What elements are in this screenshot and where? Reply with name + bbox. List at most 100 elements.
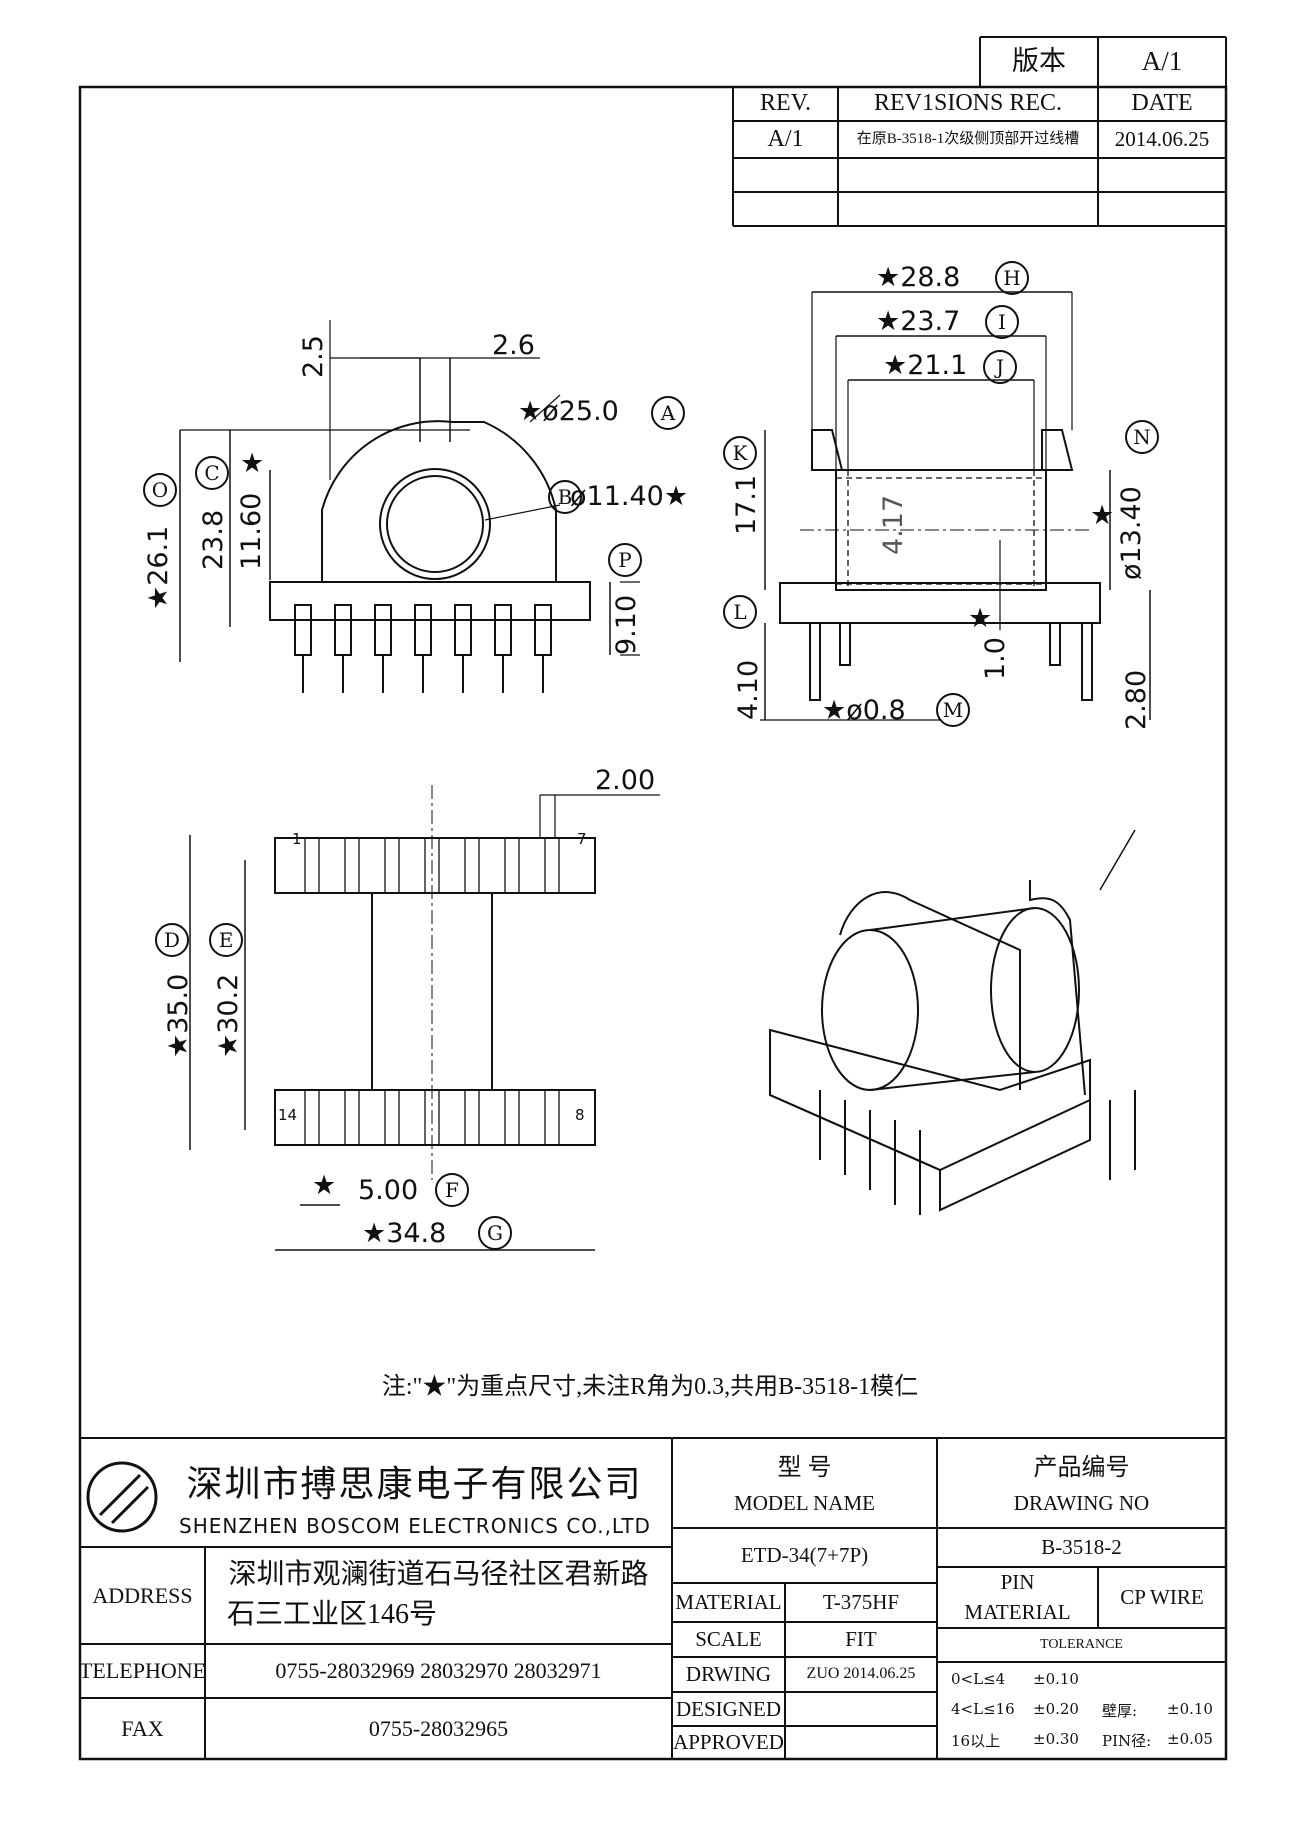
- pin-material-label-2: MATERIAL: [964, 1600, 1071, 1625]
- marker-c: C: [195, 456, 229, 490]
- designed-value: [785, 1692, 937, 1726]
- drwing-label: DRWING: [685, 1662, 772, 1687]
- pin-label-14: 14: [278, 1106, 298, 1124]
- dim-k: 17.1: [731, 474, 762, 535]
- marker-i: I: [985, 305, 1019, 339]
- marker-p: P: [608, 543, 642, 577]
- drawing-note: 注:"★"为重点尺寸,未注R角为0.3,共用B-3518-1模仁: [381, 1374, 919, 1401]
- tolerance-range: 16以上: [951, 1732, 1001, 1750]
- designed-label: DESIGNED: [676, 1696, 781, 1721]
- dim-h: ★28.8: [876, 262, 961, 293]
- outer-frame: [78, 85, 1228, 1761]
- version-value: A/1: [1141, 46, 1183, 77]
- date-header: DATE: [1131, 90, 1193, 117]
- dim-g: ★34.8: [362, 1218, 447, 1249]
- tolerance-label: TOLERANCE: [1040, 1636, 1123, 1652]
- approved-label: APPROVED: [673, 1730, 784, 1755]
- dim-phi25: ★ø25.0: [518, 396, 619, 427]
- model-name-en: MODEL NAME: [734, 1490, 875, 1515]
- fax-label: FAX: [121, 1715, 164, 1741]
- dim-l-star: ★: [968, 603, 993, 634]
- address-label: ADDRESS: [92, 1582, 193, 1608]
- marker-k: K: [723, 436, 757, 470]
- dim-phi08: ★ø0.8: [822, 695, 906, 726]
- scale-value: FIT: [845, 1627, 877, 1652]
- company-logo: [86, 1461, 158, 1533]
- rev-rec-header: REV1SIONS REC.: [873, 90, 1063, 117]
- dim-410: 4.10: [733, 659, 764, 720]
- address-line-1: 深圳市观澜街道石马径社区君新路: [228, 1558, 649, 1590]
- marker-b: B: [548, 480, 582, 514]
- tolerance-range: 4<L≤16: [951, 1700, 1015, 1718]
- address-line-2: 石三工业区146号: [227, 1598, 438, 1630]
- telephone-value: 0755-28032969 28032970 28032971: [275, 1658, 602, 1684]
- dim-i: ★23.7: [876, 306, 961, 337]
- company-name-en: SHENZHEN BOSCOM ELECTRONICS CO.,LTD: [179, 1513, 651, 1538]
- marker-f: F: [435, 1173, 469, 1207]
- model-name-value: ETD-34(7+7P): [740, 1543, 869, 1568]
- title-block-grid: [80, 1437, 1226, 1759]
- tolerance-row: 16以上 ±0.30 PIN径: ±0.05: [937, 1724, 1226, 1754]
- model-name-cn: 型 号: [777, 1455, 832, 1482]
- scale-label: SCALE: [695, 1627, 762, 1652]
- marker-a: A: [651, 396, 685, 430]
- marker-e: E: [209, 923, 243, 957]
- drawing-no-cn: 产品编号: [1033, 1455, 1130, 1482]
- dim-350: ★35.0: [163, 973, 194, 1058]
- front-view-pins: [294, 604, 552, 693]
- material-value: T-375HF: [822, 1590, 900, 1615]
- rev-row-1-date: 2014.06.25: [1114, 127, 1210, 152]
- drawing-no-value: B-3518-2: [1041, 1535, 1122, 1560]
- rev-header: REV.: [760, 90, 811, 117]
- dim-c: 23.8: [198, 509, 229, 570]
- pin-material-value: CP WIRE: [1120, 1585, 1204, 1610]
- dim-j: ★21.1: [883, 350, 968, 381]
- isometric-view: [769, 829, 1136, 1215]
- dim-200: 2.00: [595, 765, 656, 796]
- front-view: [179, 320, 640, 693]
- dim-f-star: ★: [312, 1170, 337, 1201]
- dim-910: 9.10: [611, 594, 642, 655]
- tolerance-row: 0<L≤4 ±0.10: [937, 1664, 1226, 1694]
- pin-material-label-1: PIN: [1000, 1569, 1035, 1594]
- dim-1160: 11.60: [236, 492, 267, 570]
- marker-o: O: [143, 473, 177, 507]
- dim-phi1140: ø11.40★: [570, 481, 689, 512]
- pin-label-1: 1: [292, 830, 302, 848]
- fax-value: 0755-28032965: [368, 1715, 509, 1741]
- marker-g: G: [478, 1216, 512, 1250]
- drwing-value: ZUO 2014.06.25: [806, 1665, 916, 1683]
- revision-table-grid: [732, 36, 1227, 227]
- bottom-view: [189, 785, 660, 1251]
- pin-label-8: 8: [575, 1106, 585, 1124]
- version-label: 版本: [1012, 46, 1066, 77]
- pin-label-7: 7: [577, 830, 587, 848]
- dim-c-star: ★: [240, 448, 265, 479]
- telephone-label: TELEPHONE: [78, 1658, 207, 1684]
- marker-h: H: [995, 261, 1029, 295]
- tolerance-extra-value: ±0.05: [1167, 1730, 1213, 1748]
- marker-l: L: [723, 595, 757, 629]
- dim-n-star: ★: [1090, 500, 1115, 531]
- marker-d: D: [155, 923, 189, 957]
- tolerance-range: 0<L≤4: [951, 1670, 1006, 1688]
- tolerance-extra-label: PIN径:: [1102, 1732, 1152, 1750]
- tolerance-tol: ±0.10: [1033, 1670, 1079, 1688]
- rev-row-1-rec: 在原B-3518-1次级侧顶部开过线槽: [856, 130, 1080, 147]
- marker-m: M: [936, 693, 970, 727]
- drawing-no-en: DRAWING NO: [1013, 1490, 1150, 1515]
- tolerance-extra-value: ±0.10: [1167, 1700, 1213, 1718]
- tolerance-tol: ±0.30: [1033, 1730, 1079, 1748]
- dim-302: ★30.2: [213, 973, 244, 1058]
- company-name-cn: 深圳市搏思康电子有限公司: [186, 1464, 643, 1505]
- tolerance-tol: ±0.20: [1033, 1700, 1079, 1718]
- dim-26: 2.6: [492, 330, 535, 361]
- rev-row-1-rev: A/1: [767, 125, 804, 152]
- dim-500: 5.00: [358, 1175, 419, 1206]
- dim-417: 4.17: [878, 494, 909, 555]
- marker-n: N: [1125, 420, 1159, 454]
- marker-j: J: [983, 350, 1017, 384]
- dim-25: 2.5: [298, 335, 329, 378]
